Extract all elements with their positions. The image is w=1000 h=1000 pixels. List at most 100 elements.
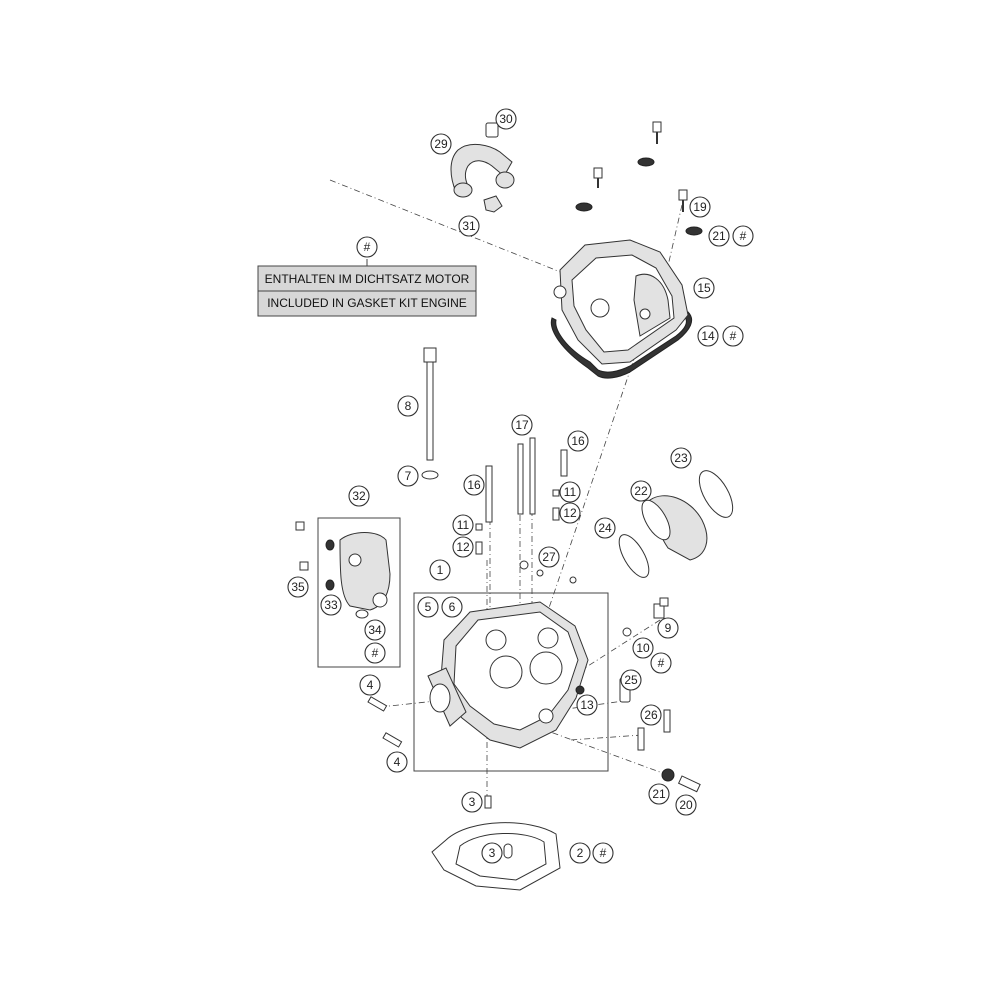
svg-text:1: 1 <box>437 563 444 577</box>
legend-line-german: ENTHALTEN IM DICHTSATZ MOTOR <box>265 272 470 286</box>
svg-text:22: 22 <box>634 484 648 498</box>
callout-32: 32 <box>348 485 370 507</box>
callout-legend-gasket-kit: # <box>356 236 378 258</box>
svg-text:#: # <box>372 646 379 660</box>
svg-text:#: # <box>730 329 737 343</box>
svg-text:24: 24 <box>598 521 612 535</box>
svg-text:12: 12 <box>563 506 577 520</box>
callout-16-right: 16 <box>567 430 589 452</box>
svg-text:16: 16 <box>467 478 481 492</box>
svg-text:25: 25 <box>624 673 638 687</box>
callout-9: 9 <box>657 617 679 639</box>
svg-text:13: 13 <box>580 698 594 712</box>
legend-line-english: INCLUDED IN GASKET KIT ENGINE <box>267 296 467 310</box>
svg-text:3: 3 <box>489 846 496 860</box>
svg-text:32: 32 <box>352 489 366 503</box>
callout-25: 25 <box>620 669 642 691</box>
callout-2-gasket-kit: # <box>592 842 614 864</box>
water-pump-cover <box>295 521 391 619</box>
water-pump-group-frame <box>317 517 401 668</box>
svg-text:30: 30 <box>499 112 513 126</box>
svg-text:35: 35 <box>291 580 305 594</box>
svg-text:29: 29 <box>434 137 448 151</box>
callout-11-right: 11 <box>559 481 581 503</box>
svg-text:#: # <box>600 846 607 860</box>
svg-text:#: # <box>658 656 665 670</box>
callout-26: 26 <box>640 704 662 726</box>
cylinder-head-studs <box>475 437 568 809</box>
svg-text:9: 9 <box>665 621 672 635</box>
callout-21-upper-gasket-kit: # <box>732 225 754 247</box>
cylinder-head <box>427 601 589 749</box>
svg-text:21: 21 <box>712 229 726 243</box>
svg-text:23: 23 <box>674 451 688 465</box>
callout-7: 7 <box>397 465 419 487</box>
callout-5: 5 <box>417 596 439 618</box>
svg-text:2: 2 <box>577 846 584 860</box>
cylinder-head-bolt <box>421 347 439 480</box>
svg-text:17: 17 <box>515 418 529 432</box>
callout-17: 17 <box>511 414 533 436</box>
svg-text:5: 5 <box>425 600 432 614</box>
callout-27: 27 <box>538 546 560 568</box>
callout-11-left: 11 <box>452 514 474 536</box>
svg-text:12: 12 <box>456 540 470 554</box>
callout-21-lower: 21 <box>648 783 670 805</box>
svg-text:26: 26 <box>644 708 658 722</box>
callout-6: 6 <box>441 596 463 618</box>
svg-text:20: 20 <box>679 798 693 812</box>
svg-text:16: 16 <box>571 434 585 448</box>
svg-text:31: 31 <box>462 219 476 233</box>
callout-35: 35 <box>287 576 309 598</box>
intake-flange <box>618 470 734 578</box>
callout-2: 2 <box>569 842 591 864</box>
svg-text:27: 27 <box>542 550 556 564</box>
valve-cover <box>550 239 693 379</box>
callout-12-right: 12 <box>559 502 581 524</box>
svg-text:4: 4 <box>367 678 374 692</box>
svg-text:33: 33 <box>324 598 338 612</box>
svg-text:15: 15 <box>697 281 711 295</box>
callout-33: 33 <box>320 594 342 616</box>
cylinder-head-group-frame <box>413 592 609 772</box>
svg-text:11: 11 <box>457 518 470 532</box>
svg-text:34: 34 <box>368 623 382 637</box>
callout-34-gasket-kit: # <box>364 642 386 664</box>
callout-10: 10 <box>632 637 654 659</box>
callout-15: 15 <box>693 277 715 299</box>
callout-1: 1 <box>429 559 451 581</box>
callout-14: 14 <box>697 325 719 347</box>
svg-text:10: 10 <box>636 641 650 655</box>
callout-10-gasket-kit: # <box>650 652 672 674</box>
callout-31: 31 <box>458 215 480 237</box>
svg-text:19: 19 <box>693 200 707 214</box>
callout-3-lower: 3 <box>481 842 503 864</box>
callout-8: 8 <box>397 395 419 417</box>
svg-text:14: 14 <box>701 329 715 343</box>
svg-text:6: 6 <box>449 600 456 614</box>
svg-text:7: 7 <box>405 469 412 483</box>
cover-screws <box>575 121 703 236</box>
callout-19: 19 <box>689 196 711 218</box>
svg-text:4: 4 <box>394 755 401 769</box>
callout-4-lower: 4 <box>386 751 408 773</box>
svg-text:8: 8 <box>405 399 412 413</box>
callout-34: 34 <box>364 619 386 641</box>
callout-21-upper: 21 <box>708 225 730 247</box>
callout-23: 23 <box>670 447 692 469</box>
callout-22: 22 <box>630 480 652 502</box>
svg-text:21: 21 <box>652 787 666 801</box>
temperature-sensor <box>622 597 669 637</box>
callout-3-upper: 3 <box>461 791 483 813</box>
svg-text:#: # <box>364 240 371 254</box>
callout-16-left: 16 <box>463 474 485 496</box>
svg-text:11: 11 <box>564 485 577 499</box>
callout-30: 30 <box>495 108 517 130</box>
gasket-kit-legend: ENTHALTEN IM DICHTSATZ MOTOR INCLUDED IN… <box>257 259 477 317</box>
callout-4-upper: 4 <box>359 674 381 696</box>
svg-text:#: # <box>740 229 747 243</box>
breather-hose <box>450 122 515 213</box>
callout-13: 13 <box>576 694 598 716</box>
callout-12-left: 12 <box>452 536 474 558</box>
